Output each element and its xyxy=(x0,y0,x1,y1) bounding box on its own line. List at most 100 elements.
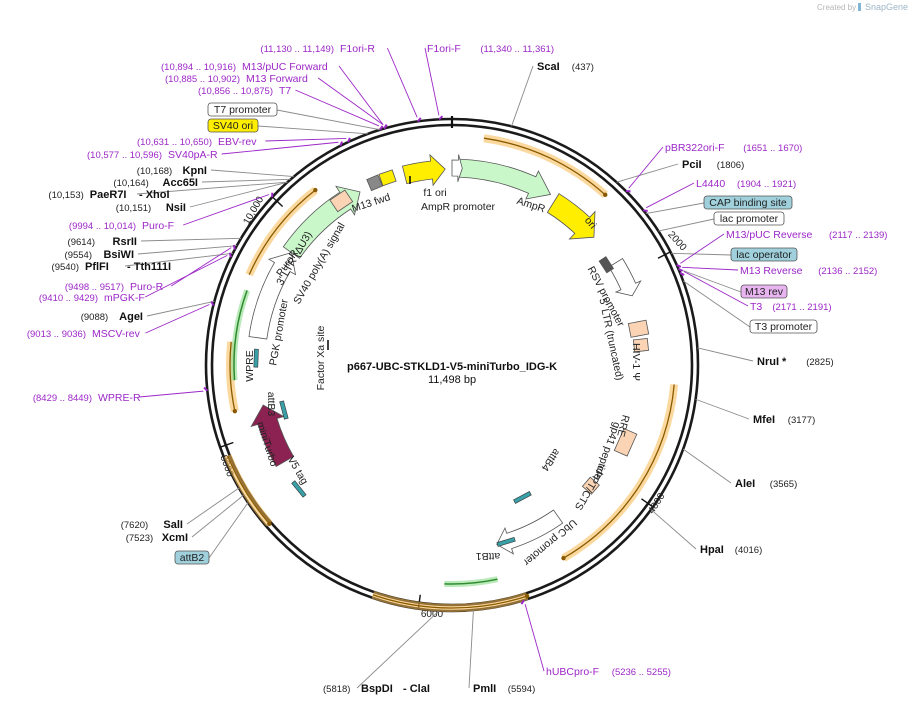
enzyme-bsiwi[interactable]: BsiWI(9554) xyxy=(65,249,134,261)
primer-puro-f[interactable]: Puro-F (9994 .. 10,014) xyxy=(69,192,274,232)
primer-hubcpro-f[interactable]: hUBCpro-F(5236 .. 5255) xyxy=(520,599,671,678)
orf-head-1 xyxy=(603,192,608,198)
primer-l4440[interactable]: L4440(1904 .. 1921) xyxy=(642,178,796,212)
primer-t7[interactable]: T7(10,856 .. 10,875) xyxy=(198,85,384,131)
primer-m13-reverse[interactable]: M13 Reverse(2136 .. 2152) xyxy=(677,265,877,277)
enzyme-rsrii[interactable]: RsrII(9614) xyxy=(68,236,137,248)
att-site-3 xyxy=(291,480,307,498)
feature-box-cap-binding-site[interactable]: CAP binding site xyxy=(645,195,793,214)
primer-m13-forward[interactable]: M13 Forward(10,885 .. 10,902) xyxy=(165,73,388,130)
enzyme-position: (10,168) xyxy=(137,166,172,177)
primer-name: Puro-F xyxy=(142,220,174,232)
feature-label-v5-tag: V5 tag xyxy=(285,454,311,486)
enzyme-kpni[interactable]: KpnI(10,168) xyxy=(137,165,207,177)
enzyme-pflfi[interactable]: PflFI- Tth111I(9540) xyxy=(52,261,172,273)
feature-box-m13-rev[interactable]: M13 rev xyxy=(678,268,788,299)
enzyme-paer7i[interactable]: PaeR7I- XhoI(10,153) xyxy=(48,189,169,201)
primer-position: (11,130 .. 11,149) xyxy=(260,44,334,55)
primer-marker xyxy=(679,271,685,276)
tick-8000 xyxy=(219,441,234,448)
enzyme-mfei[interactable]: MfeI(3177) xyxy=(753,414,815,426)
primer-name: hUBCpro-F xyxy=(546,666,599,678)
leader-hpai xyxy=(650,509,697,550)
enzyme-alei[interactable]: AleI(3565) xyxy=(735,478,797,490)
enzyme-name: NsiI xyxy=(166,202,186,214)
enzyme-position: (5594) xyxy=(508,684,535,695)
primer-t3[interactable]: T3(2171 .. 2191) xyxy=(679,271,832,313)
enzyme-sali[interactable]: SalI(7620) xyxy=(121,519,183,531)
enzyme-pmli[interactable]: PmlI (5594) xyxy=(473,683,535,695)
feature-box-bg xyxy=(740,284,788,299)
primer-position: (2171 .. 2191) xyxy=(772,302,831,313)
primer-f1ori-f[interactable]: F1ori-F(11,340 .. 11,361) xyxy=(427,43,554,121)
primer-name: F1ori-R xyxy=(340,43,375,55)
primer-position: (10,885 .. 10,902) xyxy=(165,74,240,85)
leader-primer-m13-forward xyxy=(317,77,384,126)
feature-arrows xyxy=(248,153,650,555)
enzyme-xcmi[interactable]: XcmI(7523) xyxy=(126,532,188,544)
leader-xcmi xyxy=(191,495,244,538)
enzyme-acc65i[interactable]: Acc65I(10,164) xyxy=(113,177,198,189)
leader-nsii xyxy=(189,181,288,208)
enzyme-nrui[interactable]: NruI *(2825) xyxy=(757,356,834,368)
primer-mpgk-f[interactable]: mPGK-F(9410 .. 9429) xyxy=(39,252,232,304)
primer-sv40pa-r[interactable]: SV40pA-R(10,577 .. 10,596) xyxy=(87,141,343,161)
enzyme-position: (10,164) xyxy=(113,178,148,189)
primer-m13-puc-reverse[interactable]: M13/pUC Reverse(2117 .. 2139) xyxy=(676,229,888,268)
leader-primer-mscv-rev xyxy=(145,304,210,334)
feature-box-leader xyxy=(658,218,715,232)
feature-box-lac-promoter[interactable]: lac promoter xyxy=(658,211,785,232)
credit-brand: SnapGene xyxy=(865,2,908,12)
primer-m13-puc-forward[interactable]: M13/pUC Forward(10,894 .. 10,916) xyxy=(161,61,388,130)
primer-position: (9994 .. 10,014) xyxy=(69,221,136,232)
feature-label-attb3: attB3 xyxy=(265,392,277,417)
green-orf-band-1 xyxy=(444,576,499,588)
snapgene-credit: Created by SnapGene xyxy=(817,2,908,12)
feature-label-attb1: attB1 xyxy=(476,550,501,562)
enzyme-name: PflFI xyxy=(85,261,109,273)
feature-box-t7-promoter[interactable]: T7 promoter xyxy=(207,102,381,131)
feature-label-rre: RRE xyxy=(614,414,631,439)
enzyme-pcii[interactable]: PciI(1806) xyxy=(682,159,744,171)
enzyme-name: PmlI xyxy=(473,683,496,695)
enzyme-hpai[interactable]: HpaI(4016) xyxy=(700,544,762,556)
enzyme-scai[interactable]: ScaI(437) xyxy=(537,61,594,73)
primer-wpre-r[interactable]: WPRE-R(8429 .. 8449) xyxy=(33,386,209,404)
orf-head-3 xyxy=(524,593,530,599)
leader-primer-wpre-r xyxy=(139,390,204,398)
att-site-1 xyxy=(496,536,516,547)
plasmid-size: 11,498 bp xyxy=(428,374,476,386)
primer-marker xyxy=(228,252,232,258)
enzyme-position: (3565) xyxy=(770,479,797,490)
feature-box-bg xyxy=(703,195,793,210)
orf-band-3 xyxy=(371,591,529,612)
primer-name: L4440 xyxy=(696,178,725,190)
leader-pcii xyxy=(616,163,679,183)
primer-position: (9410 .. 9429) xyxy=(39,293,98,304)
primer-f1ori-r[interactable]: F1ori-R (11,130 .. 11,149) xyxy=(260,43,422,123)
primer-name: Puro-R xyxy=(130,281,164,293)
primer-name: T7 xyxy=(279,85,291,97)
primer-ebv-rev[interactable]: EBV-rev(10,631 .. 10,650) xyxy=(137,136,351,148)
leader-sali xyxy=(186,487,240,525)
feature-box-lac-operator[interactable]: lac operator xyxy=(671,247,798,262)
feature-box-sv40-ori[interactable]: SV40 ori xyxy=(207,118,368,135)
enzyme-name: XcmI xyxy=(162,532,188,544)
primer-puro-r[interactable]: Puro-R(9498 .. 9517) xyxy=(65,244,236,293)
orf-line-3 xyxy=(372,594,528,609)
feature-box-leader xyxy=(276,109,381,131)
feature-box-attb2[interactable]: attB2 xyxy=(174,502,249,565)
primer-pbr322ori-f[interactable]: pBR322ori-F(1651 .. 1670) xyxy=(625,142,802,193)
primer-mscv-rev[interactable]: MSCV-rev(9013 .. 9036) xyxy=(27,300,215,340)
feature-box-t3-promoter[interactable]: T3 promoter xyxy=(682,280,818,334)
leader-alei xyxy=(682,448,732,484)
enzyme-bspdi[interactable]: BspDI- ClaI(5818) xyxy=(323,683,430,695)
plasmid-title-block: p667-UBC-STKLD1-V5-miniTurbo_IDG-K 11,49… xyxy=(347,361,557,386)
primer-marker xyxy=(339,141,343,147)
primer-name: M13/pUC Reverse xyxy=(726,229,813,241)
enzyme-nsii[interactable]: NsiI(10,151) xyxy=(116,202,186,214)
enzyme-agei[interactable]: AgeI(9088) xyxy=(81,311,143,323)
enzyme-name: ScaI xyxy=(537,61,560,73)
enzyme-position: (4016) xyxy=(735,545,762,556)
primer-marker xyxy=(677,267,683,272)
